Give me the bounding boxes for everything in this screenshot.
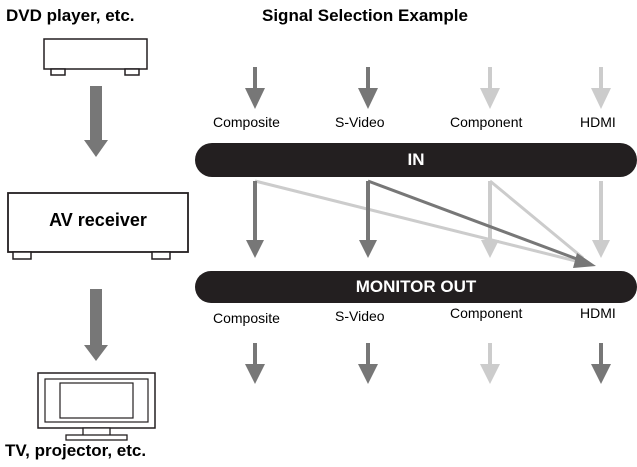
input-arrow-s-video xyxy=(358,67,378,109)
receiver-to-display-arrow xyxy=(84,289,108,361)
input-label-composite: Composite xyxy=(213,114,280,130)
in-bar xyxy=(195,143,637,177)
input-label-component: Component xyxy=(450,114,523,130)
output-arrow-component xyxy=(480,343,500,384)
output-label-composite: Composite xyxy=(213,310,280,326)
output-label-hdmi: HDMI xyxy=(580,305,616,321)
monitor-out-bar xyxy=(195,271,637,303)
output-arrow-composite xyxy=(245,343,265,384)
tv-icon xyxy=(37,372,156,441)
output-label-s-video: S-Video xyxy=(335,308,385,324)
example-title: Signal Selection Example xyxy=(262,6,468,25)
dvd-player-icon xyxy=(43,38,148,76)
input-arrow-hdmi xyxy=(591,67,611,109)
source-device-label: DVD player, etc. xyxy=(6,6,135,25)
input-label-hdmi: HDMI xyxy=(580,114,616,130)
input-arrow-composite xyxy=(245,67,265,109)
source-to-receiver-arrow xyxy=(84,86,108,157)
receiver-label: AV receiver xyxy=(49,210,147,230)
output-arrow-s-video xyxy=(358,343,378,384)
output-label-component: Component xyxy=(450,305,523,321)
display-device-label: TV, projector, etc. xyxy=(5,441,147,460)
input-arrow-component xyxy=(480,67,500,109)
in-bar-label: IN xyxy=(407,150,425,169)
input-label-s-video: S-Video xyxy=(335,114,385,130)
output-arrow-hdmi xyxy=(591,343,611,384)
monitor-out-bar-label: MONITOR OUT xyxy=(355,277,477,296)
routing-paths xyxy=(246,179,610,268)
av-receiver-box xyxy=(7,192,189,260)
